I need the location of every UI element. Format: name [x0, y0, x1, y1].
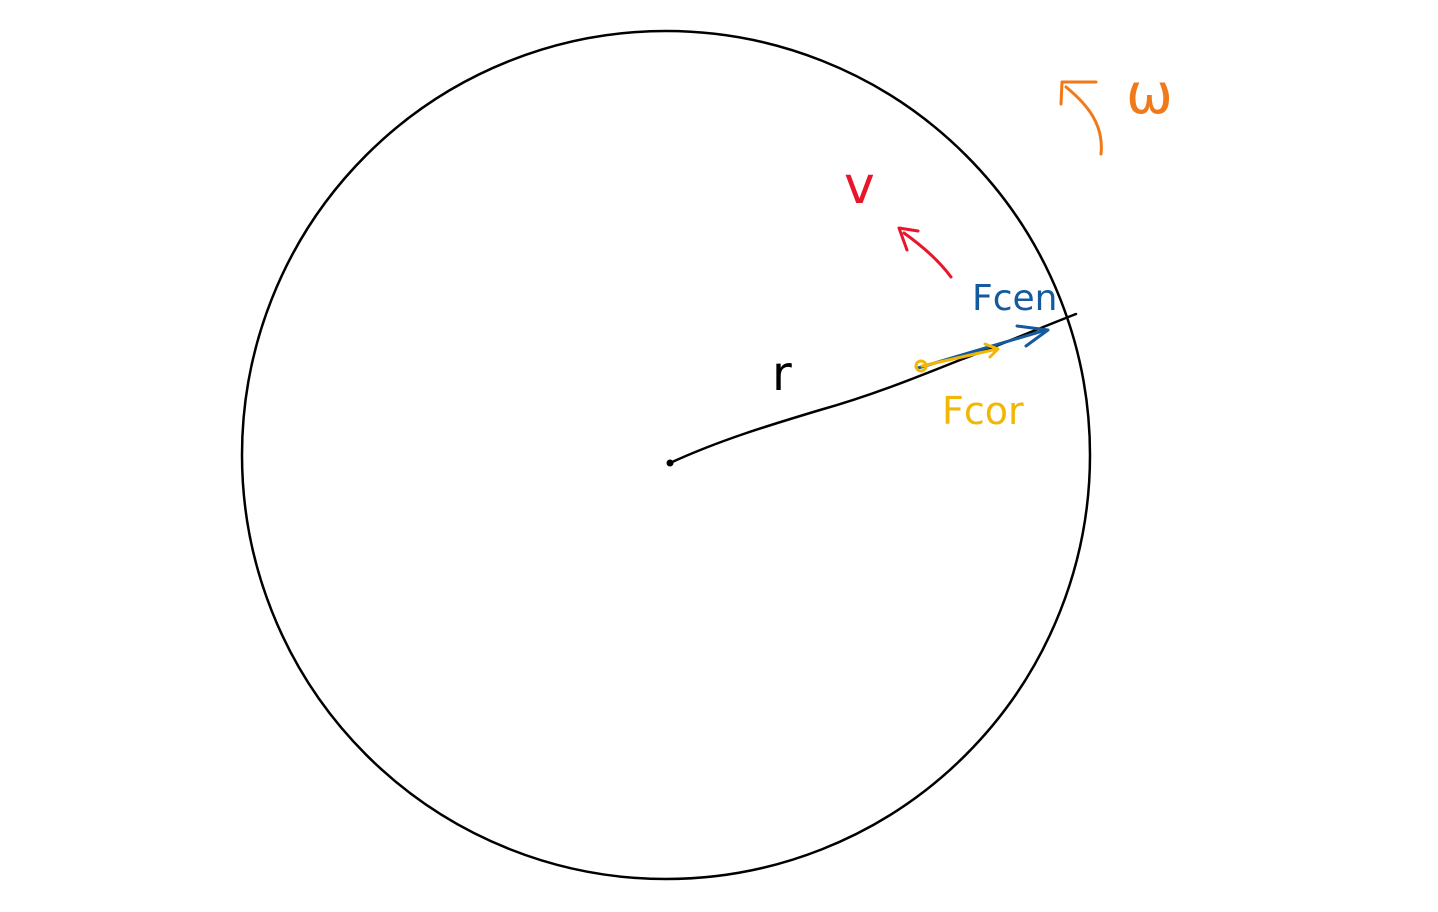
particle-marker	[914, 359, 928, 373]
velocity-arrow	[897, 226, 953, 279]
velocity-label: v	[844, 156, 875, 216]
angular-velocity-arrow	[1059, 80, 1103, 156]
centrifugal-force-label: Fcen	[972, 278, 1057, 319]
angular-velocity-label: ω	[1126, 62, 1173, 127]
coriolis-force-arrow	[920, 342, 1000, 368]
radius-label: r	[772, 346, 792, 402]
coriolis-force-label: Fcor	[942, 389, 1024, 433]
disc-circle	[240, 29, 1092, 881]
